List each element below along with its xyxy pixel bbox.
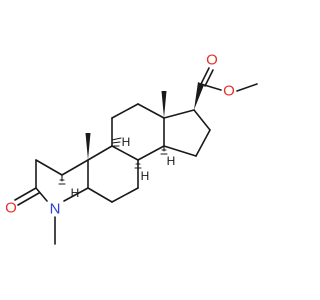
angular-methyl-wedges xyxy=(85,91,167,160)
c5-hydrogen-label: H xyxy=(71,186,80,200)
stereo-hash-bonds xyxy=(58,137,168,185)
ring-a-bonds xyxy=(14,159,89,245)
ring-nitrogen-label: N xyxy=(50,201,61,218)
molecule-structure: O O O N H H H H xyxy=(5,52,258,245)
c14-hydrogen-label: H xyxy=(167,154,176,168)
ester-group-bonds xyxy=(194,67,258,110)
ring-b-bonds xyxy=(87,145,139,203)
lactam-oxygen-label: O xyxy=(5,200,17,217)
ester-ether-oxygen-label: O xyxy=(223,83,235,100)
c9-hydrogen-label: H xyxy=(122,135,131,149)
c8-hydrogen-label: H xyxy=(141,169,150,183)
ring-d-bonds xyxy=(163,109,211,157)
ester-carbonyl-oxygen-label: O xyxy=(206,52,218,69)
ring-c-bonds xyxy=(111,103,165,161)
